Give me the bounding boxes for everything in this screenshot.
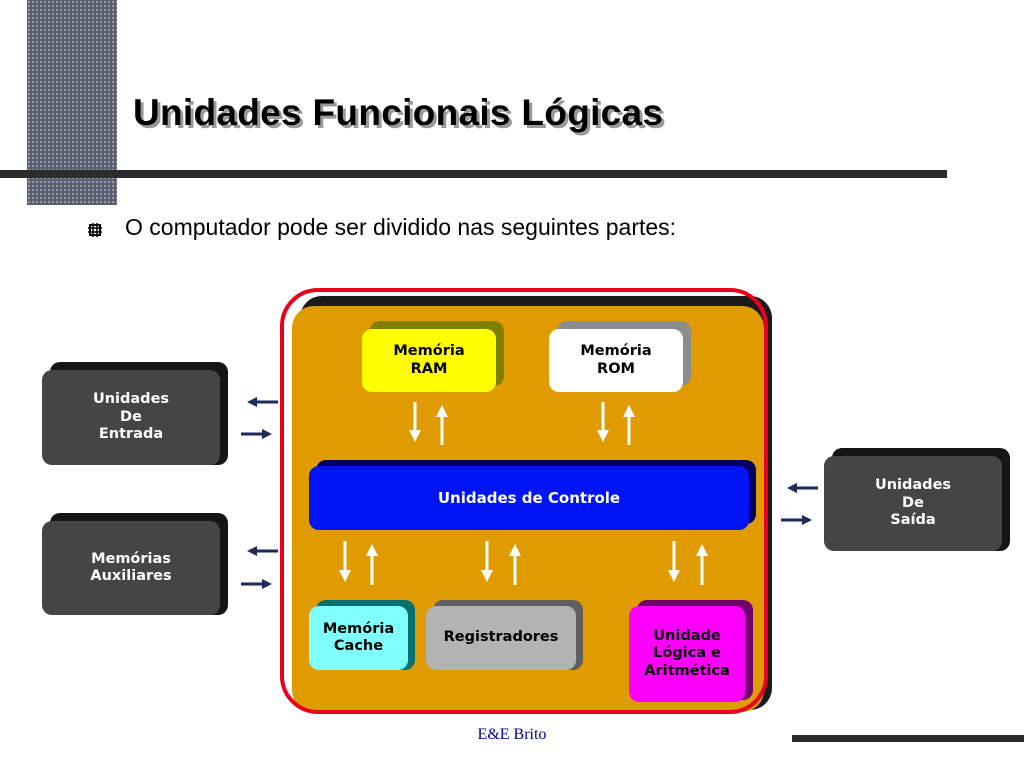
memorias-auxiliares-node: Memórias Auxiliares — [42, 521, 220, 615]
unidades-entrada-node: Unidades De Entrada — [42, 370, 220, 465]
arrow-controle-cache — [339, 541, 378, 585]
arrow-core-saida — [781, 482, 818, 526]
unidades-controle-node: Unidades de Controle — [309, 466, 749, 530]
arrow-ram-controle — [409, 402, 448, 445]
core-outline — [280, 288, 768, 714]
title-underline — [0, 170, 947, 178]
registradores-node: Registradores — [426, 606, 576, 670]
arrow-entrada-core — [241, 396, 278, 440]
bullet-text: O computador pode ser dividido nas segui… — [125, 214, 677, 240]
memoria-rom-node: Memória ROM — [549, 329, 683, 392]
unidades-saida-node: Unidades De Saída — [824, 456, 1002, 551]
slide-title: Unidades Funcionais Lógicas — [133, 92, 664, 133]
memoria-ram-node: Memória RAM — [362, 329, 496, 392]
arrow-controle-registradores — [481, 541, 521, 585]
arrow-auxiliares-core — [241, 545, 278, 590]
memoria-cache-node: Memória Cache — [309, 606, 408, 670]
arrow-controle-ula — [668, 541, 708, 585]
footer-rule — [792, 735, 1024, 742]
ula-node: Unidade Lógica e Aritmética — [629, 606, 745, 702]
bullet-icon — [88, 223, 102, 237]
footer-text: E&E Brito — [477, 726, 547, 743]
arrow-rom-controle — [597, 402, 635, 445]
